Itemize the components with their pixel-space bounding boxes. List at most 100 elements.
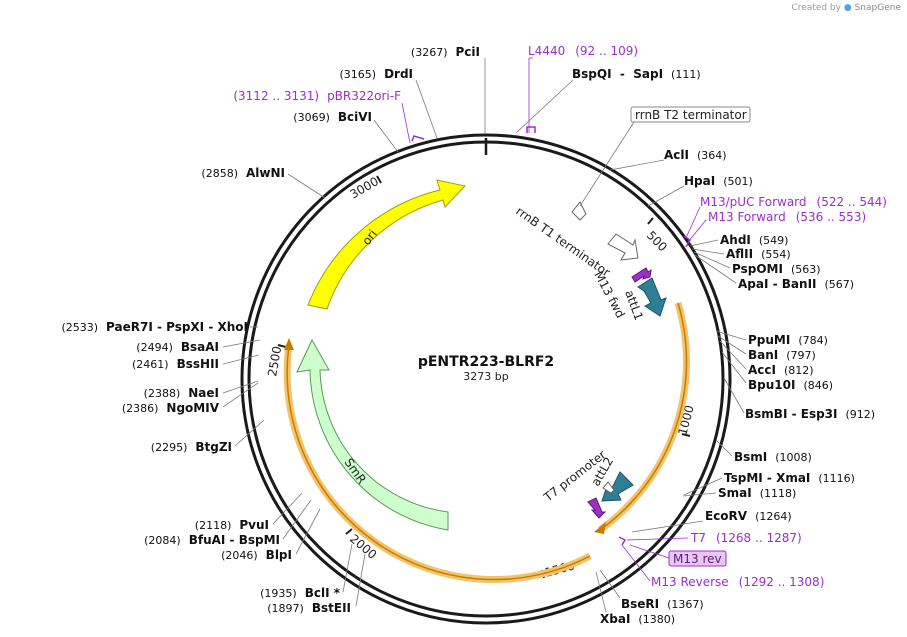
feature-m13-fwd[interactable] [631, 267, 652, 283]
leader-bseri [599, 569, 621, 599]
primer-marker-t7 [618, 536, 627, 546]
primer-label-m13-puc-forward[interactable]: M13/pUC Forward(522 .. 544) [700, 195, 887, 209]
site-label-bspqi[interactable]: BspQI - SapI(111) [572, 67, 701, 81]
site-label-blpi[interactable]: (2046)BlpI [221, 548, 292, 562]
leader-bfuai [282, 499, 312, 540]
site-label-bsaai[interactable]: (2494)BsaAI [136, 340, 219, 354]
orf-arrow-left-head [284, 338, 294, 350]
snapgene-credit: Created by ● SnapGene [791, 3, 901, 13]
leader-bcivi [373, 119, 399, 153]
feature-label-rrnb-t2: rrnB T2 terminator [635, 108, 747, 122]
leader-alwni [287, 173, 326, 199]
primer-label-t7[interactable]: T7(1268 .. 1287) [690, 531, 802, 545]
feature-rrnb-t2-terminator[interactable] [571, 201, 587, 221]
leader-bsmi [715, 439, 733, 457]
feature-rrnb-t1-terminator[interactable] [607, 233, 639, 261]
orf-arrow-right-head [594, 522, 606, 534]
tick-3000 [376, 175, 382, 184]
credit-brand: SnapGene [854, 3, 901, 13]
site-label-acci[interactable]: AccI(812) [748, 363, 814, 377]
site-label-alwni[interactable]: (2858)AlwNI [201, 166, 285, 180]
leader-acli [609, 159, 665, 171]
site-label-paer7i[interactable]: (2533)PaeR7I - PspXI - XhoI [61, 320, 248, 334]
site-label-bcivi[interactable]: (3069)BciVI [293, 110, 372, 124]
site-label-btgzi[interactable]: (2295)BtgZI [151, 440, 232, 454]
site-label-bsshii[interactable]: (2461)BssHII [132, 357, 219, 371]
leader-ecorv [631, 520, 704, 533]
primer-label-m13-reverse[interactable]: M13 Reverse(1292 .. 1308) [651, 575, 824, 589]
leader-rrnb-t2 [579, 121, 635, 207]
leader-m13-forward [687, 219, 707, 243]
feature-label-m13-fwd: M13 fwd [591, 269, 627, 321]
plasmid-length: 3273 bp [463, 370, 508, 383]
leader-t7 [626, 537, 689, 541]
site-label-ecorv[interactable]: EcoRV(1264) [705, 509, 792, 523]
site-label-bfuai[interactable]: (2084)BfuAI - BspMI [144, 533, 280, 547]
site-label-bani[interactable]: BanI(797) [748, 348, 816, 362]
site-label-tspmi[interactable]: TspMI - XmaI(1116) [724, 471, 855, 485]
site-label-ahdi[interactable]: AhdI(549) [720, 233, 788, 247]
plasmid-name: pENTR223-BLRF2 [418, 354, 554, 370]
feature-label-m13-rev: M13 rev [673, 552, 722, 566]
credit-prefix: Created by [791, 3, 841, 13]
leader-drdi [415, 79, 438, 139]
right-site-labels: BspQI - SapI(111) AclI(364) HpaI(501) Ah… [572, 67, 875, 626]
site-label-bsteii[interactable]: (1897)BstEII [267, 601, 351, 615]
leader-bani [717, 335, 747, 355]
tick-label-3000: 3000 [348, 174, 381, 201]
site-label-pcii[interactable]: (3267)PciI [411, 45, 480, 59]
leader-bsshii [222, 354, 260, 365]
feature-m13-rev-marker[interactable] [587, 497, 607, 519]
primer-label-l4440[interactable]: L4440(92 .. 109) [528, 44, 638, 58]
site-label-bcli[interactable]: (1935)BclI * [260, 586, 341, 600]
leader-ahdi [689, 239, 719, 247]
site-label-bsmi[interactable]: BsmI(1008) [734, 450, 812, 464]
site-label-smai[interactable]: SmaI(1118) [718, 486, 796, 500]
feature-label-attl1: attL1 [622, 288, 646, 322]
site-label-bpu10i[interactable]: Bpu10I(846) [748, 378, 833, 392]
leader-btgzi [234, 419, 265, 447]
label-box-rrnb-t2[interactable] [630, 106, 751, 123]
leader-ppumi [715, 330, 747, 341]
site-label-aflii[interactable]: AflII(554) [726, 247, 791, 261]
leader-apai [694, 254, 737, 284]
leader-hpai [647, 185, 685, 207]
leader-bcli [342, 543, 353, 593]
label-box-m13-rev[interactable] [668, 550, 727, 567]
primer-labels: L4440(92 .. 109) (3112 .. 3131)pBR322ori… [233, 44, 887, 589]
snapgene-logo-icon: ● [843, 3, 852, 13]
primer-label-pbr322ori[interactable]: (3112 .. 3131)pBR322ori-F [233, 89, 401, 103]
site-label-drdi[interactable]: (3165)DrdI [339, 67, 413, 81]
leader-bpu10i [721, 351, 747, 384]
leader-xbai [595, 571, 607, 613]
feature-attl1[interactable] [637, 277, 667, 317]
site-label-pvui[interactable]: (2118)PvuI [195, 518, 269, 532]
tick-2000 [345, 528, 353, 535]
tick-label-500: 500 [644, 228, 670, 254]
site-label-naei[interactable]: (2388)NaeI [144, 386, 219, 400]
site-label-xbai[interactable]: XbaI(1380) [600, 612, 675, 626]
leader-blpi [295, 508, 321, 555]
feature-smr[interactable] [296, 338, 449, 531]
primer-marker-l4440 [526, 126, 536, 133]
site-label-acli[interactable]: AclI(364) [664, 148, 727, 162]
site-label-bseri[interactable]: BseRI(1367) [621, 597, 704, 611]
site-label-ppumi[interactable]: PpuMI(784) [748, 333, 828, 347]
site-label-pspomi[interactable]: PspOMI(563) [732, 262, 821, 276]
site-label-bsmbi[interactable]: BsmBI - Esp3I(912) [745, 407, 875, 421]
leader-pvui [272, 492, 303, 525]
site-label-hpai[interactable]: HpaI(501) [684, 174, 753, 188]
orf-arc-right-line [599, 302, 688, 531]
site-label-apai[interactable]: ApaI - BanII(567) [738, 277, 854, 291]
feature-label-rrnb-t1: rrnB T1 terminator [513, 204, 613, 280]
leader-smai [682, 492, 717, 497]
feature-ori[interactable] [307, 179, 466, 310]
leader-bsmbi [723, 377, 745, 414]
leader-pbr322ori [401, 102, 411, 144]
leader-bsaai [222, 339, 261, 348]
site-label-ngomiv[interactable]: (2386)NgoMIV [122, 401, 220, 415]
leader-naei [222, 380, 259, 394]
primer-label-m13-forward[interactable]: M13 Forward(536 .. 553) [708, 210, 866, 224]
leader-acci [719, 340, 747, 370]
feature-t7-promoter[interactable] [602, 481, 615, 494]
